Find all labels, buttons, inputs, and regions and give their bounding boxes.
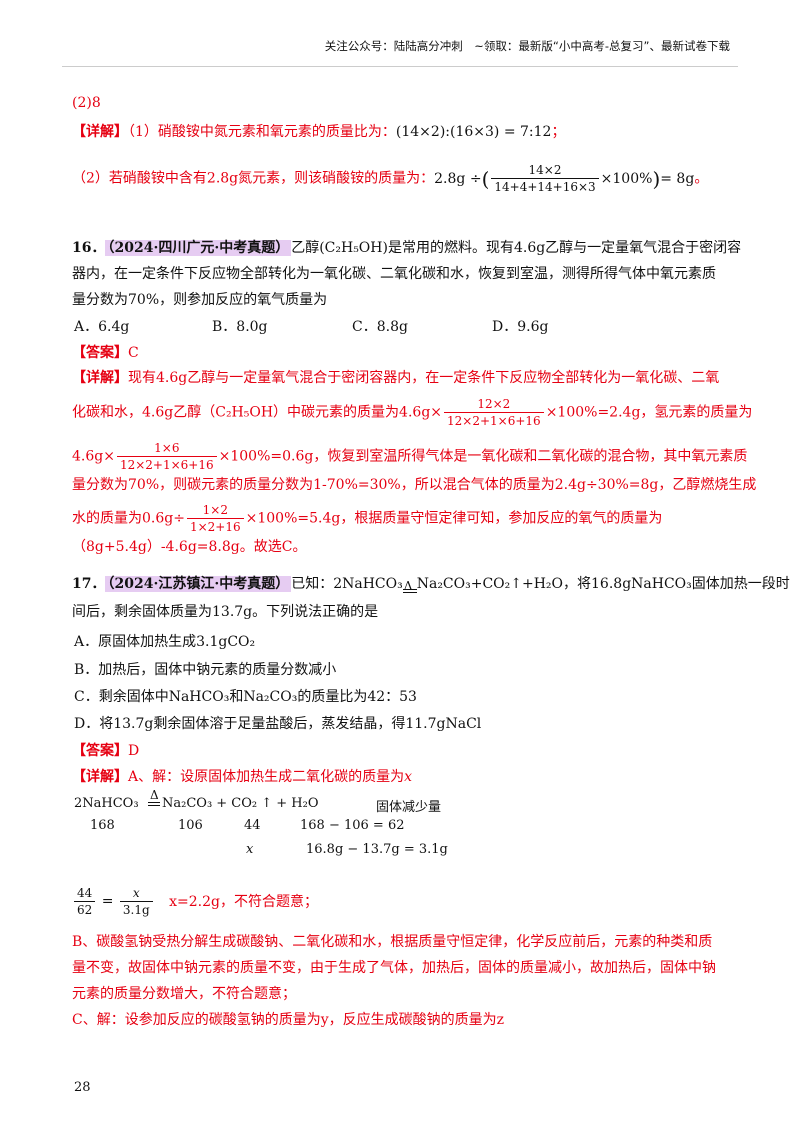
source-tag: （2024·四川广元·中考真题） [105, 240, 292, 256]
ratio-decrease: 168 − 106 = 62 [300, 818, 405, 833]
fraction-numerator: 14×2 [491, 162, 599, 179]
q16-detail-4: 量分数为70%，则碳元素的质量分数为1-70%=30%，所以混合气体的质量为2.… [72, 477, 757, 493]
formula-lead: 2.8g ÷ [434, 170, 482, 187]
fraction-numerator: 44 [74, 885, 96, 902]
q17-detail-b-3: 元素的质量分数增大，不符合题意； [72, 986, 296, 1002]
fraction-denominator: 12×2+1×6+16 [447, 414, 541, 428]
detail-end: ； [551, 124, 566, 140]
fraction-denominator: 3.1g [122, 903, 150, 917]
q16-stem-3: 量分数为70%，则参加反应的氧气质量为 [72, 292, 328, 308]
fraction-numerator: x [119, 885, 153, 902]
page-number: 28 [74, 1080, 91, 1095]
detail-text: 现有4.6g乙醇与一定量氧气混合于密闭容器内，在一定条件下反应物全部转化为一氧化… [128, 370, 720, 386]
detail-text: ×100%=0.6g，恢复到室温所得气体是一氧化碳和二氧化碳的混合物，其中氧元素… [218, 448, 748, 465]
q16-option-d: D．9.6g [492, 319, 549, 335]
stem-text: 已知：2NaHCO₃ [291, 576, 403, 592]
q17-option-d: D．将13.7g剩余固体溶于足量盐酸后，蒸发结晶，得11.7gNaCl [74, 716, 482, 732]
q16-detail-1: 【详解】现有4.6g乙醇与一定量氧气混合于密闭容器内，在一定条件下反应物全部转化… [72, 368, 719, 388]
delta-icon: Δ [403, 579, 413, 593]
question-number: 17． [72, 576, 106, 592]
source-tag: （2024·江苏镇江·中考真题） [105, 576, 292, 592]
stem-text: Na₂CO₃+CO₂↑+H₂O，将16.8gNaHCO₃固体加热一段时 [416, 576, 790, 592]
stem-text: 乙醇(C₂H₅OH)是常用的燃料。现有4.6g乙醇与一定量氧气混合于密闭容 [291, 240, 742, 256]
fraction-numerator: 1×2 [186, 502, 244, 519]
delta-icon: Δ [150, 788, 159, 802]
detail-label: 【详解】 [72, 370, 128, 386]
q15-detail-1: 【详解】（1）硝酸铵中氮元素和氧元素的质量比为：(14×2):(16×3) = … [72, 122, 565, 142]
detail-text: 化碳和水，4.6g乙醇（C₂H₅OH）中碳元素的质量为4.6g× [72, 404, 443, 421]
mass-decrease-label: 固体减少量 [376, 800, 442, 815]
answer-label: 【答案】 [72, 345, 128, 361]
q17-detail-a: 【详解】A、解：设原固体加热生成二氧化碳的质量为x [72, 767, 412, 787]
answer-label: 【答案】 [72, 743, 128, 759]
q16-option-a: A．6.4g [74, 319, 130, 335]
fraction-denominator: 62 [77, 903, 93, 917]
detail-text: 4.6g× [72, 448, 115, 465]
ratio-formula: (14×2):(16×3) = 7:12 [395, 124, 552, 140]
header-rule [62, 66, 738, 67]
detail-text: ×100%=5.4g，根据质量守恒定律可知，参加反应的氧气的质量为 [245, 510, 663, 527]
detail-label: 【详解】 [72, 124, 128, 140]
products: Na₂CO₃ + CO₂ ↑ + H₂O [162, 796, 319, 811]
q17-detail-c: C、解：设参加反应的碳酸氢钠的质量为y，反应生成碳酸钠的质量为z [72, 1012, 504, 1028]
reactant: 2NaHCO₃ [74, 796, 139, 811]
detail-end: 。 [694, 170, 709, 187]
fraction-denominator: 1×2+16 [189, 520, 241, 534]
ratio-na2co3: 106 [178, 818, 203, 833]
q16-option-b: B．8.0g [212, 319, 268, 335]
detail-text: （2）若硝酸铵中含有2.8g氮元素，则该硝酸铵的质量为： [72, 170, 435, 187]
q17-stem-2: 间后，剩余固体质量为13.7g。下列说法正确的是 [72, 604, 379, 620]
q17-option-b: B．加热后，固体中钠元素的质量分数减小 [74, 662, 337, 678]
ratio-co2: 44 [244, 818, 261, 833]
detail-label: 【详解】 [72, 769, 128, 785]
actual-decrease: 16.8g − 13.7g = 3.1g [306, 842, 448, 857]
fraction-denominator: 14+4+14+16×3 [494, 180, 596, 194]
page-header: 关注公众号：陆陆高分冲刺 ~领取：最新版“小中高考-总复习”、最新试卷下载 [324, 39, 730, 53]
q17-detail-b-2: 量不变，故固体中钠元素的质量不变，由于生成了气体，加热后，固体的质量减小，故加热… [72, 960, 716, 976]
detail-text: 水的质量为0.6g÷ [72, 510, 185, 527]
ratio-result: x=2.2g，不符合题意； [169, 893, 318, 910]
fraction-numerator: 12×2 [444, 396, 544, 413]
formula-tail: ×100% [600, 170, 653, 187]
fraction-denominator: 12×2+1×6+16 [119, 458, 214, 472]
variable: x [404, 769, 413, 785]
co2-unknown: x [246, 842, 254, 857]
fraction-numerator: 1×6 [116, 440, 217, 457]
q17-answer: 【答案】D [72, 740, 139, 760]
q15-part2-answer: (2)8 [72, 95, 101, 111]
q16-answer: 【答案】C [72, 342, 139, 362]
question-number: 16． [72, 240, 106, 256]
q17-detail-b-1: B、碳酸氢钠受热分解生成碳酸钠、二氧化碳和水，根据质量守恒定律，化学反应前后，元… [72, 934, 713, 950]
answer-value: D [128, 743, 140, 759]
q16-detail-6: （8g+5.4g）-4.6g=8.8g。故选C。 [72, 539, 307, 555]
formula-result: = 8g [660, 170, 695, 187]
detail-text: ×100%=2.4g，氢元素的质量为 [545, 404, 753, 421]
detail-text: （1）硝酸铵中氮元素和氧元素的质量比为： [128, 124, 396, 140]
q17-option-a: A．原固体加热生成3.1gCO₂ [74, 634, 256, 650]
q16-option-c: C．8.8g [352, 319, 408, 335]
detail-text: A、解：设原固体加热生成二氧化碳的质量为 [128, 769, 405, 785]
q16-stem-1: 16．（2024·四川广元·中考真题）乙醇(C₂H₅OH)是常用的燃料。现有4.… [72, 238, 741, 258]
ratio-nahco3: 168 [90, 818, 115, 833]
answer-value: C [128, 345, 139, 361]
q17-option-c: C．剩余固体中NaHCO₃和Na₂CO₃的质量比为42：53 [74, 689, 417, 705]
q16-stem-2: 器内，在一定条件下反应物全部转化为一氧化碳、二氧化碳和水，恢复到室温，测得所得气… [72, 266, 716, 282]
